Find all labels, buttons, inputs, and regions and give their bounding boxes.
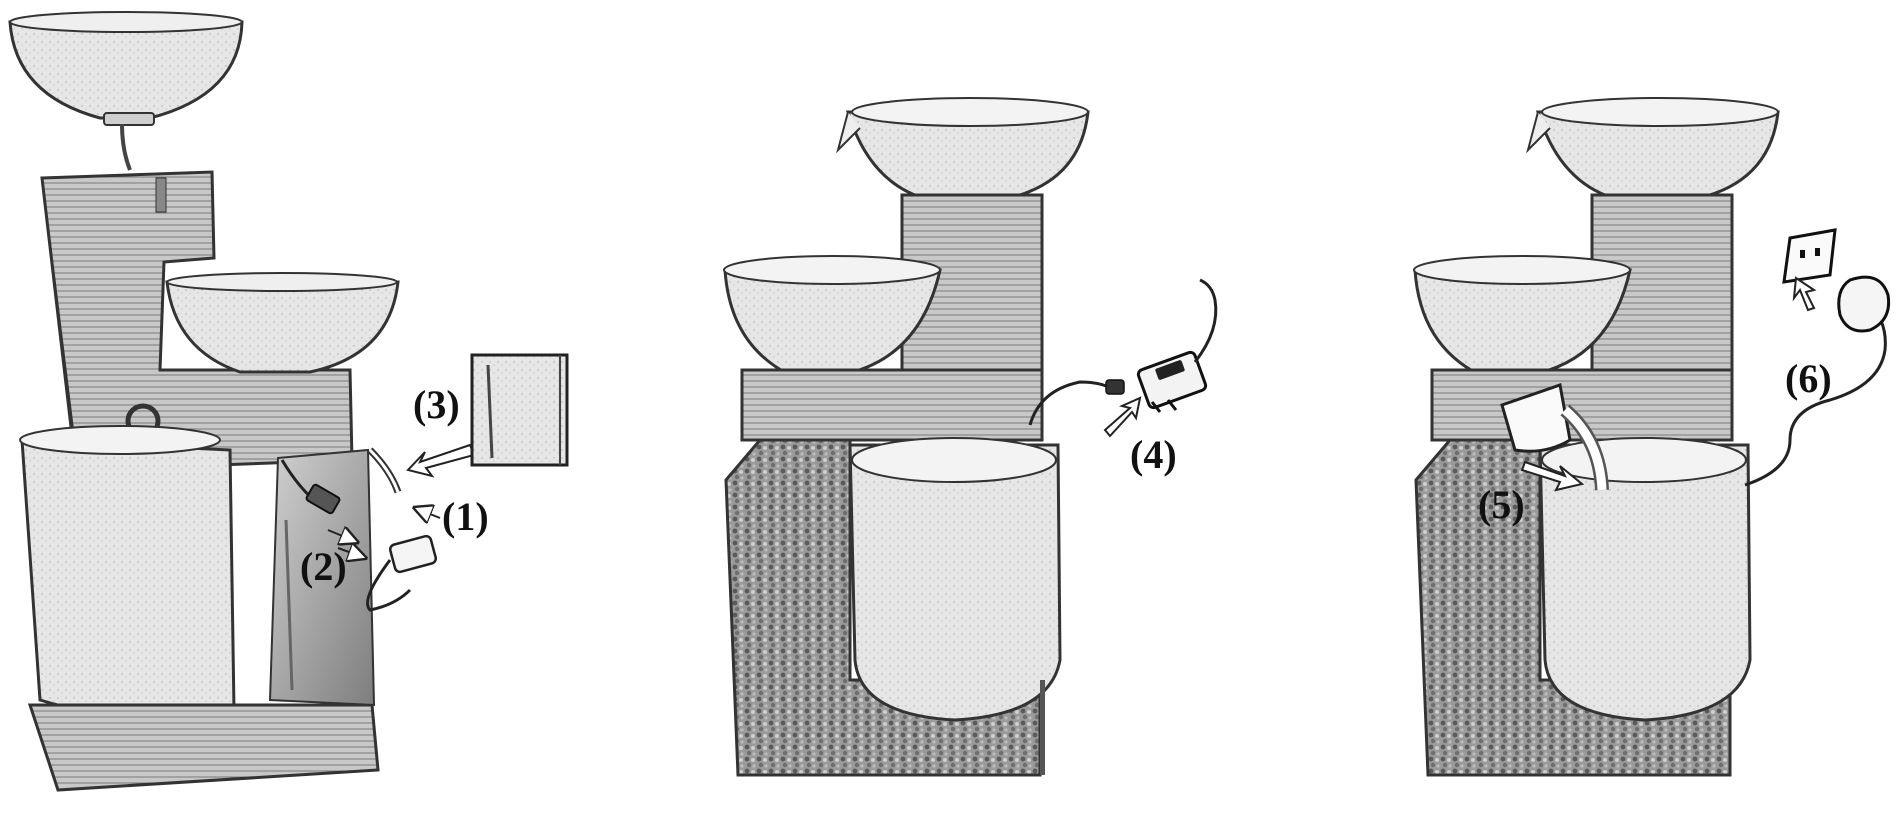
large-vessel xyxy=(22,440,234,718)
wall-outlet-icon xyxy=(1784,230,1835,282)
arrow-6 xyxy=(1794,278,1814,310)
top-tube xyxy=(122,124,130,170)
arrow-1 xyxy=(420,510,440,518)
panel-1-fountain: (3) (1) (2) xyxy=(10,12,567,790)
top-bowl xyxy=(10,22,242,118)
panel-3-fountain: (5) (6) xyxy=(1414,98,1889,775)
step-2-label: (2) xyxy=(300,544,347,589)
power-adapter xyxy=(1137,280,1216,412)
pump-box xyxy=(389,535,437,573)
step-6-label: (6) xyxy=(1785,356,1832,401)
top-bowl-rim xyxy=(10,12,242,32)
bowl-spout xyxy=(104,113,154,125)
detail-inset xyxy=(472,355,567,465)
step-4-label: (4) xyxy=(1130,432,1177,477)
arrow-4 xyxy=(1105,398,1140,436)
step-1-label: (1) xyxy=(442,494,489,539)
plug xyxy=(1106,380,1124,394)
base-block xyxy=(30,705,378,790)
arrow-3 xyxy=(408,445,474,476)
plug xyxy=(1839,277,1889,331)
step-3-label: (3) xyxy=(413,382,460,427)
large-vessel xyxy=(850,445,1060,720)
ledge xyxy=(742,370,1042,440)
middle-bowl xyxy=(167,282,398,372)
panel-2-fountain: (4) xyxy=(724,98,1216,775)
step-5-label: (5) xyxy=(1478,482,1525,527)
